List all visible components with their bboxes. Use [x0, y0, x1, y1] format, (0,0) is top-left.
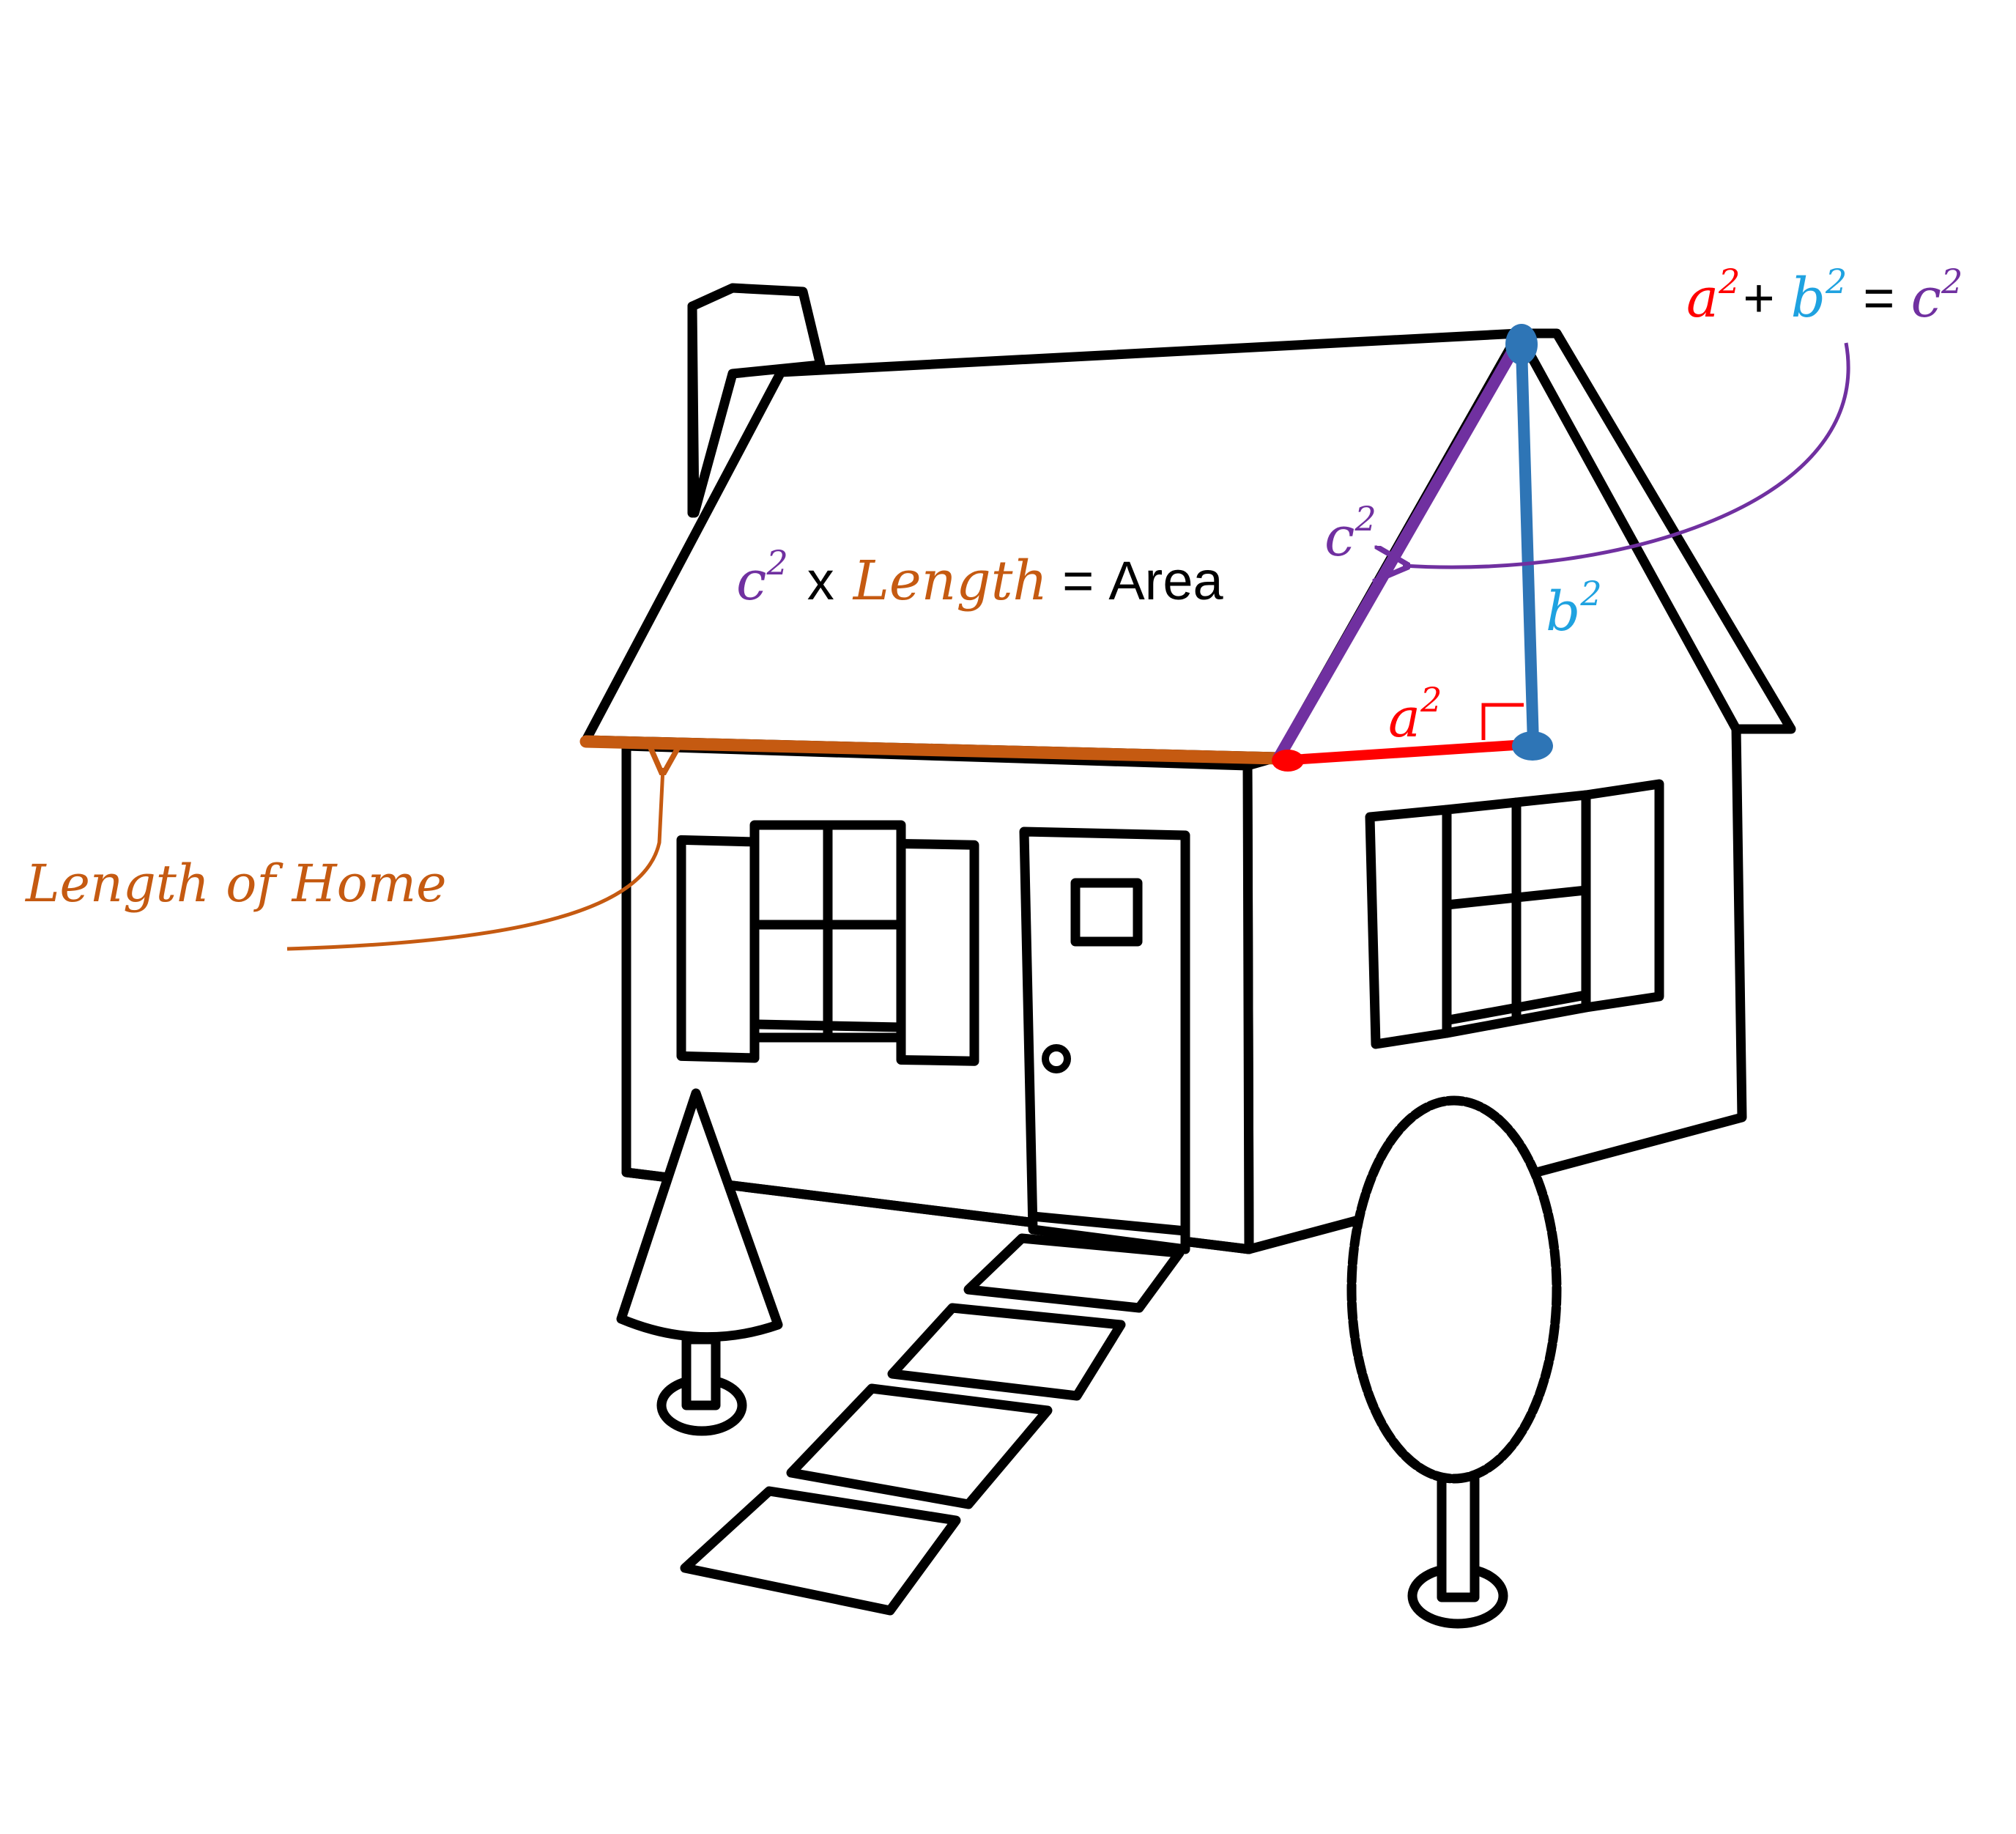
- leg-a-label-exp: 2: [1420, 680, 1442, 720]
- leg-b-line: [1516, 342, 1539, 750]
- stone-3: [786, 1383, 1053, 1509]
- formula-arrow: [1403, 342, 1850, 567]
- length-line: [579, 735, 1285, 765]
- leg-a-endpoint: [1272, 750, 1304, 772]
- leg-b-top-point: [1505, 324, 1538, 365]
- cone-tree: [616, 1088, 783, 1436]
- window-sill: [753, 1019, 906, 1032]
- gable-window-sill: [1444, 990, 1591, 1025]
- shutter-left: [676, 835, 760, 1063]
- area-c: c: [736, 550, 766, 613]
- door-knob: [1042, 1044, 1071, 1073]
- door-window: [1070, 878, 1143, 947]
- round-tree: [1346, 1095, 1562, 1629]
- length-of-home-label: Length of Home: [24, 854, 447, 914]
- area-times: x: [807, 550, 834, 611]
- hypotenuse-label-exp: 2: [1354, 499, 1376, 539]
- formula-plus: +: [1743, 267, 1774, 328]
- window-mullions: [749, 820, 906, 1043]
- leg-b-label-letter: b: [1546, 580, 1580, 643]
- round-tree-canopy: [1346, 1095, 1562, 1484]
- formula-b: b: [1791, 267, 1826, 330]
- side-window: [676, 820, 979, 1066]
- leg-b-label: b2: [1546, 574, 1602, 643]
- area-c-exp: 2: [766, 543, 788, 583]
- area-equals: =: [1062, 550, 1094, 611]
- gable-shutter-right: [1581, 779, 1664, 1013]
- right-angle-marker: [1481, 703, 1524, 740]
- stone-1: [963, 1233, 1185, 1313]
- area-length: Length: [852, 550, 1048, 613]
- leg-a-line: [1275, 739, 1542, 766]
- gable-window: [1365, 779, 1664, 1049]
- gable-window-mullions: [1442, 797, 1591, 1025]
- formula-c: c: [1911, 267, 1941, 330]
- hypotenuse-label: c2: [1324, 499, 1376, 569]
- hypotenuse-label-letter: c: [1324, 506, 1354, 569]
- cone-tree-trunk: [681, 1334, 721, 1410]
- door-frame: [1019, 827, 1190, 1254]
- stone-2: [887, 1303, 1126, 1401]
- formula-a-exp: 2: [1718, 262, 1740, 301]
- leg-b-label-exp: 2: [1579, 574, 1601, 613]
- gable-shutter-left: [1365, 805, 1452, 1049]
- shutter-right: [896, 838, 979, 1066]
- door-step: [1028, 1211, 1190, 1236]
- leg-b-bottom-point: [1512, 731, 1553, 761]
- gable-trim: [1513, 328, 1796, 734]
- formula-b-exp: 2: [1825, 262, 1847, 301]
- round-tree-trunk: [1437, 1464, 1480, 1602]
- leg-a-label-letter: a: [1388, 687, 1420, 750]
- stone-4: [680, 1486, 961, 1616]
- pythagorean-formula: a2+b2=c2: [1686, 262, 1963, 330]
- leg-a-label: a2: [1388, 680, 1442, 750]
- formula-c-exp: 2: [1941, 262, 1963, 301]
- formula-equals: =: [1863, 267, 1894, 328]
- cone-tree-top: [616, 1088, 783, 1342]
- formula-a: a: [1686, 267, 1719, 330]
- length-arrow: [286, 768, 663, 951]
- area-word: Area: [1108, 550, 1223, 611]
- door: [1019, 827, 1190, 1254]
- walkway: [680, 1233, 1185, 1616]
